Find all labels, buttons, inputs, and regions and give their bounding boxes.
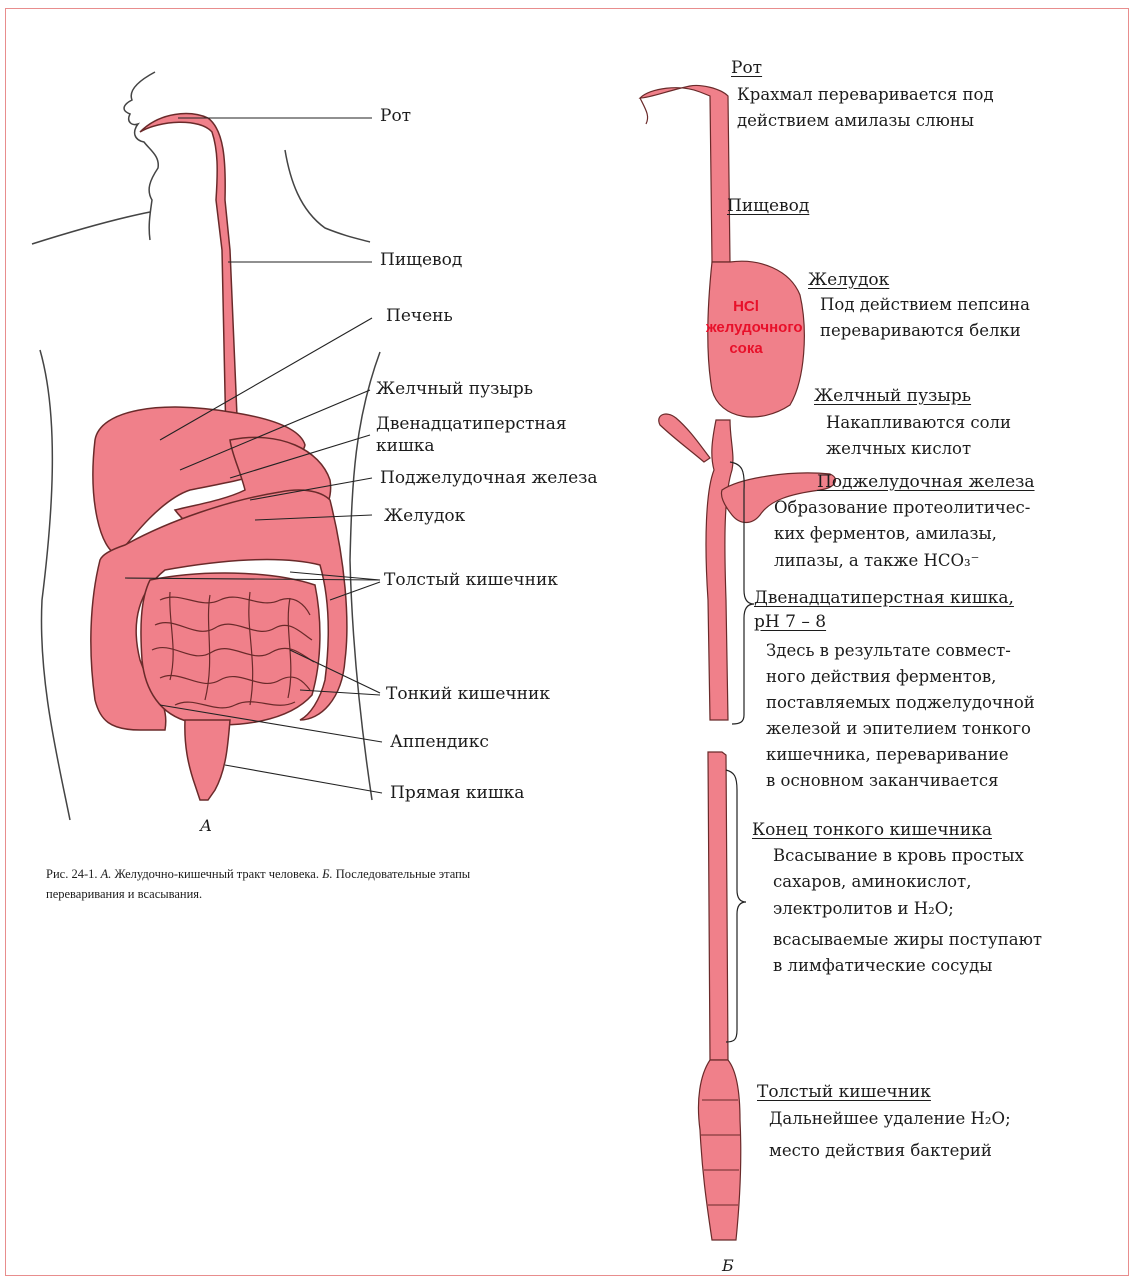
section-title-mouth: Рот	[731, 58, 762, 78]
section-line-pancreas-1: Образование протеолитичес-	[774, 495, 1030, 520]
duodenum-shape	[706, 420, 733, 720]
section-title-large-intestine: Толстый кишечник	[757, 1082, 931, 1102]
section-line-gallbladder-2: желчных кислот	[826, 436, 971, 461]
section-line-duodenum-2: ного действия ферментов,	[766, 664, 996, 689]
section-line-small-intestine-2: сахаров, аминокислот,	[773, 869, 971, 894]
large-intestine-b-shape	[698, 1060, 740, 1240]
section-line-gallbladder-1: Накапливаются соли	[826, 410, 1011, 435]
section-title-small-intestine-end: Конец тонкого кишечника	[752, 820, 992, 840]
esophagus-b-shape	[640, 85, 730, 262]
section-line-pancreas-2: ких ферментов, амилазы,	[774, 521, 997, 546]
section-line-duodenum-6: в основном заканчивается	[766, 768, 999, 793]
section-line-mouth-1: Крахмал переваривается под	[737, 82, 994, 107]
section-line-small-intestine-4: всасываемые жиры поступают	[773, 927, 1042, 952]
section-line-duodenum-1: Здесь в результате совмест-	[766, 638, 1011, 663]
section-title-esophagus: Пищевод	[727, 196, 809, 216]
section-subtitle-duodenum: pH 7 – 8	[754, 612, 826, 632]
section-title-gallbladder: Желчный пузырь	[814, 386, 971, 406]
section-title-pancreas: Поджелудочная железа	[817, 472, 1035, 492]
section-line-mouth-2: действием амилазы слюны	[737, 108, 974, 133]
figure-b-letter: Б	[722, 1256, 734, 1275]
section-line-large-intestine-1: Дальнейшее удаление H₂O;	[769, 1106, 1011, 1131]
section-line-duodenum-3: поставляемых поджелудочной	[766, 690, 1035, 715]
section-line-stomach-2: перевариваются белки	[820, 318, 1021, 343]
gallbladder-shape	[659, 414, 710, 462]
section-line-duodenum-5: кишечника, переваривание	[766, 742, 1009, 767]
section-line-pancreas-3: липазы, а также HCO₃⁻	[774, 548, 979, 573]
section-line-small-intestine-3: электролитов и H₂O;	[773, 896, 954, 921]
section-line-stomach-1: Под действием пепсина	[820, 292, 1030, 317]
section-line-duodenum-4: железой и эпителием тонкого	[766, 716, 1031, 741]
section-title-duodenum: Двенадцатиперстная кишка,	[754, 588, 1014, 608]
section-line-small-intestine-1: Всасывание в кровь простых	[773, 843, 1024, 868]
section-title-stomach: Желудок	[808, 270, 889, 290]
hcl-label: HCl желудочного сока	[706, 296, 786, 359]
section-line-large-intestine-2: место действия бактерий	[769, 1138, 992, 1163]
small-intestine-end-shape	[708, 752, 728, 1060]
section-line-small-intestine-5: в лимфатические сосуды	[773, 953, 992, 978]
